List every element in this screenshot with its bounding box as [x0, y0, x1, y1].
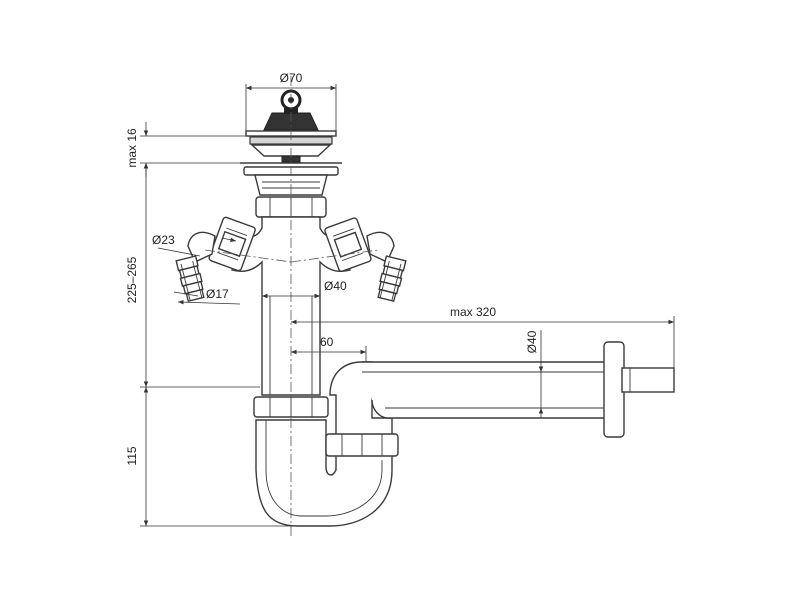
label-d70: Ø70: [280, 71, 303, 85]
dim-60: 60: [291, 335, 367, 362]
label-d40-outlet: Ø40: [525, 330, 539, 353]
outlet-pipe: [362, 341, 675, 438]
dim-d40-inlet: Ø40: [262, 279, 347, 299]
dim-d17: Ø17: [173, 287, 241, 305]
label-225-265: 225–265: [125, 256, 139, 303]
dim-max320: max 320: [291, 305, 675, 368]
left-hose-connector: [175, 216, 256, 303]
dim-d23: Ø23: [152, 233, 237, 257]
u-trap: [253, 361, 399, 527]
dim-max16: max 16: [125, 122, 246, 177]
label-115: 115: [125, 446, 139, 465]
label-max16: max 16: [125, 128, 139, 168]
left-branch-axis: [204, 249, 292, 263]
label-d23: Ø23: [152, 233, 175, 247]
right-hose-connector: [324, 217, 407, 303]
label-d40-inlet: Ø40: [324, 279, 347, 293]
dim-115: 115: [125, 387, 300, 527]
dim-d70: Ø70: [245, 71, 337, 131]
dim-225-265: 225–265: [125, 163, 260, 388]
label-60: 60: [320, 335, 334, 349]
label-max320: max 320: [450, 305, 496, 319]
label-d17: Ø17: [206, 287, 229, 301]
dim-d40-outlet: Ø40: [525, 330, 544, 418]
right-branch-axis: [290, 249, 379, 263]
